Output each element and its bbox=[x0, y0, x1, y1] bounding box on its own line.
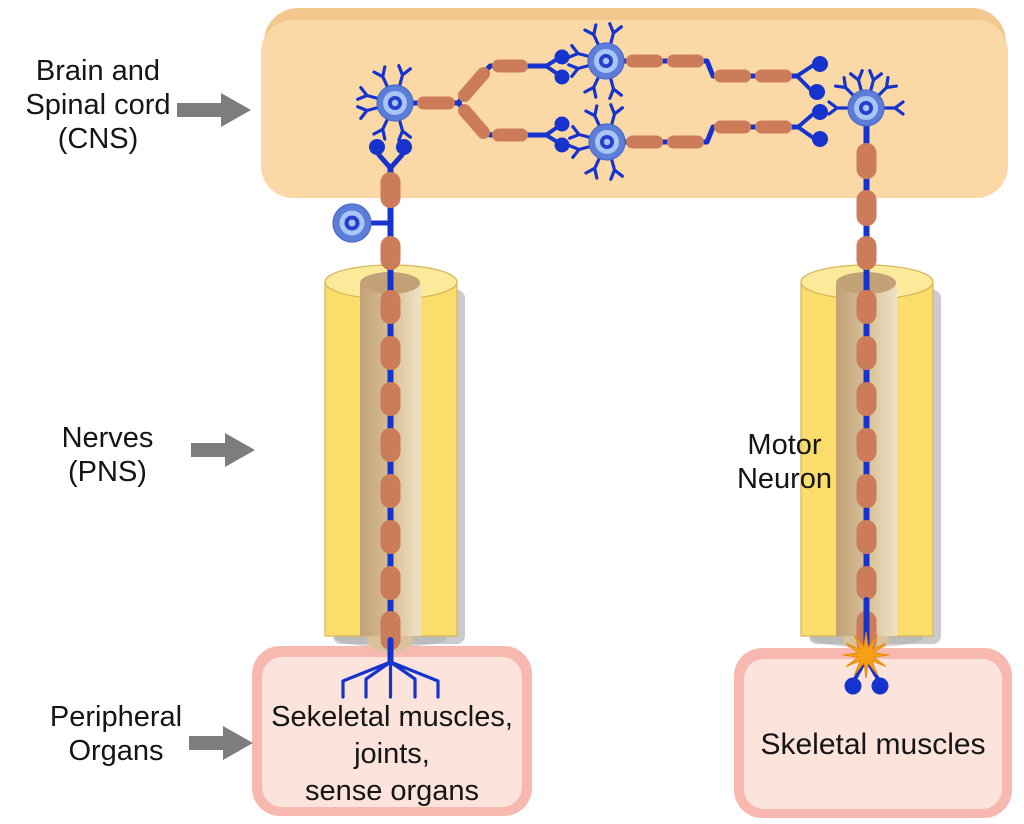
left-organ-box-label: Sekeletal muscles, joints, sense organs bbox=[258, 699, 526, 810]
motor-neuron-label-line1: Motor bbox=[747, 429, 822, 461]
left-organ-line2: joints, bbox=[354, 738, 430, 770]
left-organ-line3: sense organs bbox=[304, 775, 480, 807]
pns-label-line2: (PNS) bbox=[68, 456, 147, 488]
right-organ-box-label: Skeletal muscles bbox=[742, 728, 1004, 762]
neuromuscular-junction bbox=[842, 631, 890, 695]
cns-label: Brain and Spinal cord (CNS) bbox=[8, 54, 188, 156]
myelin-sheath-right-axon bbox=[856, 143, 877, 652]
pns-label-line1: Nerves bbox=[61, 422, 154, 454]
cns-region-box bbox=[261, 8, 1008, 198]
peripheral-label-line2: Organs bbox=[68, 735, 164, 767]
pns-arrow-icon bbox=[191, 433, 255, 467]
right-organ-line1: Skeletal muscles bbox=[760, 728, 986, 761]
left-organ-box bbox=[252, 646, 532, 816]
relay-neuron bbox=[356, 49, 570, 153]
peripheral-label-line1: Peripheral bbox=[49, 701, 183, 733]
peripheral-arrow-icon bbox=[189, 726, 253, 760]
motor-neuron-label-line2: Neuron bbox=[736, 463, 833, 495]
interneuron-upper bbox=[567, 22, 828, 100]
sensory-ending bbox=[341, 660, 440, 699]
starburst-icon bbox=[842, 631, 890, 679]
right-organ-box bbox=[734, 648, 1012, 818]
left-organ-line1: Sekeletal muscles, bbox=[271, 701, 513, 733]
motor-neuron bbox=[827, 69, 905, 695]
motor-neuron-label: Motor Neuron bbox=[712, 428, 857, 496]
peripheral-label: Peripheral Organs bbox=[26, 700, 206, 768]
pns-label: Nerves (PNS) bbox=[30, 421, 185, 489]
cns-label-line3: (CNS) bbox=[57, 123, 139, 155]
cns-arrow-icon bbox=[177, 93, 251, 127]
ganglion-soma bbox=[332, 203, 393, 243]
cns-label-line1: Brain and bbox=[35, 55, 161, 87]
sensory-axon bbox=[341, 139, 440, 699]
myelin-sheath-left-axon bbox=[380, 172, 401, 650]
cns-label-line2: Spinal cord bbox=[25, 89, 171, 121]
interneuron-lower bbox=[568, 103, 828, 181]
